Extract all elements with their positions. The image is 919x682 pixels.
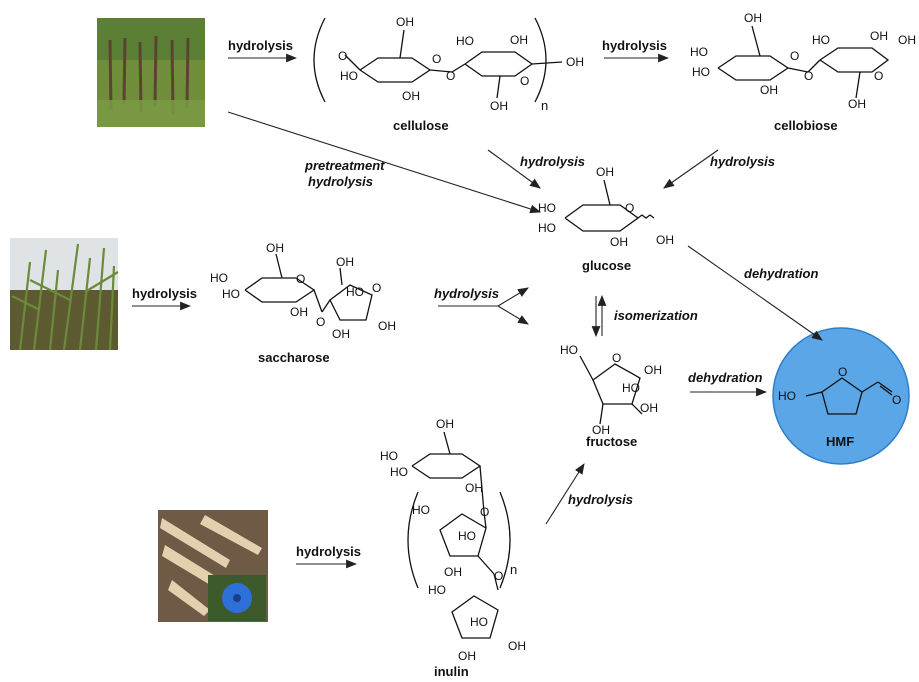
cellulose-o-ring2: O: [520, 74, 529, 88]
pretreatment-label: pretreatment: [304, 158, 385, 173]
hmf-ho: HO: [778, 389, 796, 403]
cellobiose-oh-4: OH: [898, 33, 916, 47]
saccharose-oh-3: OH: [336, 255, 354, 269]
inulin-oh-2: OH: [465, 481, 483, 495]
inulin-oh-3: OH: [444, 565, 462, 579]
cellobiose-oh-3: OH: [870, 29, 888, 43]
glucose-ho-1: HO: [538, 201, 556, 215]
inulin-ho-3: HO: [412, 503, 430, 517]
cellobiose-ho-1: HO: [690, 45, 708, 59]
cellobiose-o-bridge: O: [804, 69, 813, 83]
hydrolysis-label-4: hydrolysis: [710, 154, 775, 169]
hydrolysis-label-8: hydrolysis: [568, 492, 633, 507]
inulin-ho-6: HO: [470, 615, 488, 629]
inulin-n-subscript: n: [510, 562, 517, 577]
inulin-structure: [407, 431, 511, 639]
saccharose-structure: [244, 253, 373, 321]
inulin-oh-4: OH: [458, 649, 476, 663]
cellulose-o-ring1: O: [432, 52, 441, 66]
fructose-ho-1: HO: [560, 343, 578, 357]
hmf-o-aldehyde: O: [892, 393, 901, 407]
cellulose-o-bridge: O: [446, 69, 455, 83]
fructose-label: fructose: [586, 434, 637, 449]
saccharose-oh-2: OH: [290, 305, 308, 319]
hmf-o-ring: O: [838, 365, 847, 379]
dehydration-label-2: dehydration: [688, 370, 762, 385]
inulin-oh-5: OH: [508, 639, 526, 653]
hmf-badge: [772, 327, 910, 465]
arrows: [132, 53, 823, 569]
hmf-label: HMF: [826, 434, 854, 449]
hydrolysis-label-2: hydrolysis: [602, 38, 667, 53]
cellulose-oh-2: OH: [402, 89, 420, 103]
saccharose-o-ring2: O: [372, 281, 381, 295]
cellulose-structure: [313, 17, 563, 103]
saccharose-ho-2: HO: [222, 287, 240, 301]
cellobiose-structure: [717, 25, 890, 99]
fructose-oh-1: OH: [644, 363, 662, 377]
cellulose-oh-end: OH: [566, 55, 584, 69]
dehydration-label-1: dehydration: [744, 266, 818, 281]
pretreatment-hydrolysis-label: hydrolysis: [308, 174, 373, 189]
hydrolysis-label-7: hydrolysis: [296, 544, 361, 559]
glucose-structure: [564, 179, 655, 232]
cellulose-n-subscript: n: [541, 98, 548, 113]
saccharose-o-ring: O: [296, 272, 305, 286]
cellobiose-oh-2: OH: [760, 83, 778, 97]
glucose-oh-2: OH: [610, 235, 628, 249]
cellulose-ho-2: HO: [456, 34, 474, 48]
saccharose-oh-1: OH: [266, 241, 284, 255]
inulin-ho-2: HO: [390, 465, 408, 479]
glucose-ho-2: HO: [538, 221, 556, 235]
inulin-o-bridge-1: O: [480, 505, 489, 519]
hydrolysis-label-3: hydrolysis: [520, 154, 585, 169]
cellulose-ho-1: HO: [340, 69, 358, 83]
inulin-oh-1: OH: [436, 417, 454, 431]
hydrolysis-label-6: hydrolysis: [434, 286, 499, 301]
atom-labels: O OH HO OH O O HO OH O OH OH OH HO HO OH…: [210, 11, 916, 663]
saccharose-o-bridge: O: [316, 315, 325, 329]
saccharose-ho-3: HO: [346, 285, 364, 299]
cellobiose-oh-1: OH: [744, 11, 762, 25]
glucose-oh-3: OH: [656, 233, 674, 247]
saccharose-oh-5: OH: [378, 319, 396, 333]
pine-forest-photo: [97, 18, 205, 127]
glucose-label: glucose: [582, 258, 631, 273]
inulin-label: inulin: [434, 664, 469, 679]
cellulose-o-left: O: [338, 49, 347, 63]
cellobiose-o-ring2: O: [874, 69, 883, 83]
inulin-ho-5: HO: [428, 583, 446, 597]
saccharose-label: saccharose: [258, 350, 330, 365]
fructose-ho-2: HO: [622, 381, 640, 395]
inulin-ho-1: HO: [380, 449, 398, 463]
hydrolysis-label-5: hydrolysis: [132, 286, 197, 301]
fructose-o-ring: O: [612, 351, 621, 365]
cellulose-label: cellulose: [393, 118, 449, 133]
cellulose-oh-1: OH: [396, 15, 414, 29]
fructose-structure: [579, 355, 643, 425]
chicory-photo: [158, 510, 268, 622]
inulin-ho-4: HO: [458, 529, 476, 543]
cellulose-oh-3: OH: [510, 33, 528, 47]
fructose-oh-2: OH: [592, 423, 610, 437]
hydrolysis-label-1: hydrolysis: [228, 38, 293, 53]
fructose-oh-3: OH: [640, 401, 658, 415]
glucose-oh-1: OH: [596, 165, 614, 179]
cellulose-oh-4: OH: [490, 99, 508, 113]
cellobiose-oh-5: OH: [848, 97, 866, 111]
saccharose-ho-1: HO: [210, 271, 228, 285]
saccharose-oh-4: OH: [332, 327, 350, 341]
labels: hydrolysis hydrolysis pretreatment hydro…: [132, 38, 854, 679]
cellobiose-o-ring1: O: [790, 49, 799, 63]
cellobiose-ho-2: HO: [692, 65, 710, 79]
inulin-o-bridge-2: O: [494, 569, 503, 583]
cellobiose-ho-3: HO: [812, 33, 830, 47]
sugarcane-photo: [10, 238, 119, 351]
glucose-o-ring: O: [625, 201, 634, 215]
cellobiose-label: cellobiose: [774, 118, 838, 133]
isomerization-label: isomerization: [614, 308, 698, 323]
